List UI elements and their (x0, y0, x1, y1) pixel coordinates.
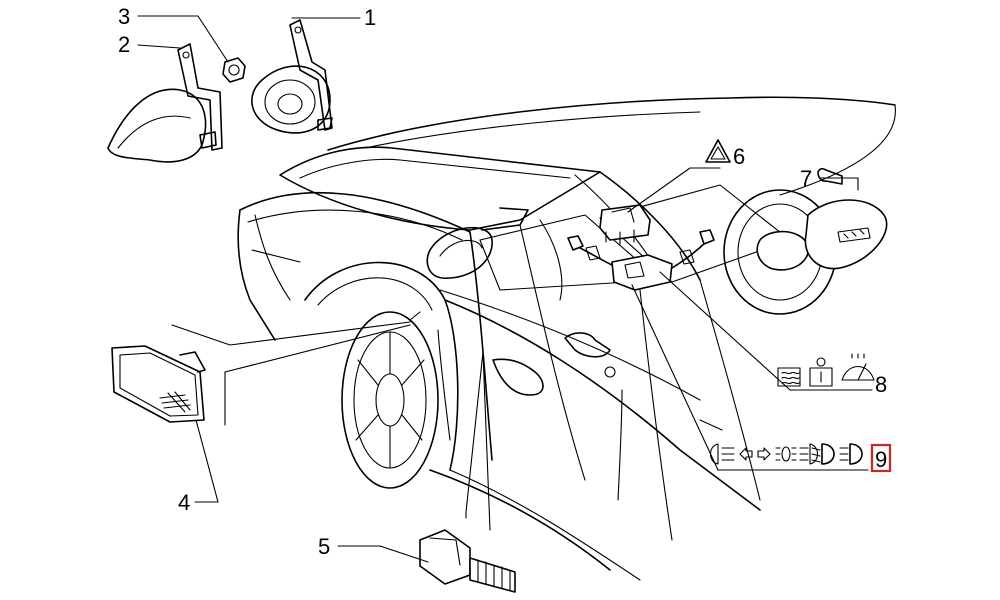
combination-switch (567, 229, 715, 291)
horn-icon (817, 167, 843, 185)
high-beam-icon (839, 443, 863, 465)
left-indicator-icon (739, 447, 753, 461)
side-indicator-part-4 (111, 345, 206, 423)
callout-2: 2 (118, 32, 130, 57)
horn-part-1 (251, 19, 333, 134)
low-beam-icon (811, 443, 835, 465)
interior-light-icon (809, 357, 833, 387)
callout-9: 9 (875, 447, 887, 472)
car-illustration (237, 96, 896, 581)
callout-3: 3 (118, 4, 130, 29)
callout-6: 6 (733, 144, 745, 169)
rear-fog-icon (709, 443, 735, 465)
callout-7: 7 (800, 166, 812, 191)
callout-1: 1 (364, 5, 376, 30)
steering-wheel-part-7 (723, 189, 888, 315)
callout-4: 4 (178, 490, 190, 515)
rear-defrost-icon (777, 367, 801, 387)
position-light-icon (775, 446, 797, 462)
hazard-triangle-icon (705, 139, 731, 163)
horn-part-2 (107, 43, 223, 163)
callout-9-highlight (870, 443, 892, 473)
right-indicator-icon (757, 447, 771, 461)
wiper-icon (841, 353, 875, 381)
callout-8: 8 (875, 372, 887, 397)
nut-part-3 (222, 57, 246, 83)
leader-lines (137, 15, 873, 563)
door-switch-part-5 (419, 529, 516, 593)
hazard-switch-part-6 (599, 204, 651, 245)
callout-5: 5 (318, 534, 330, 559)
